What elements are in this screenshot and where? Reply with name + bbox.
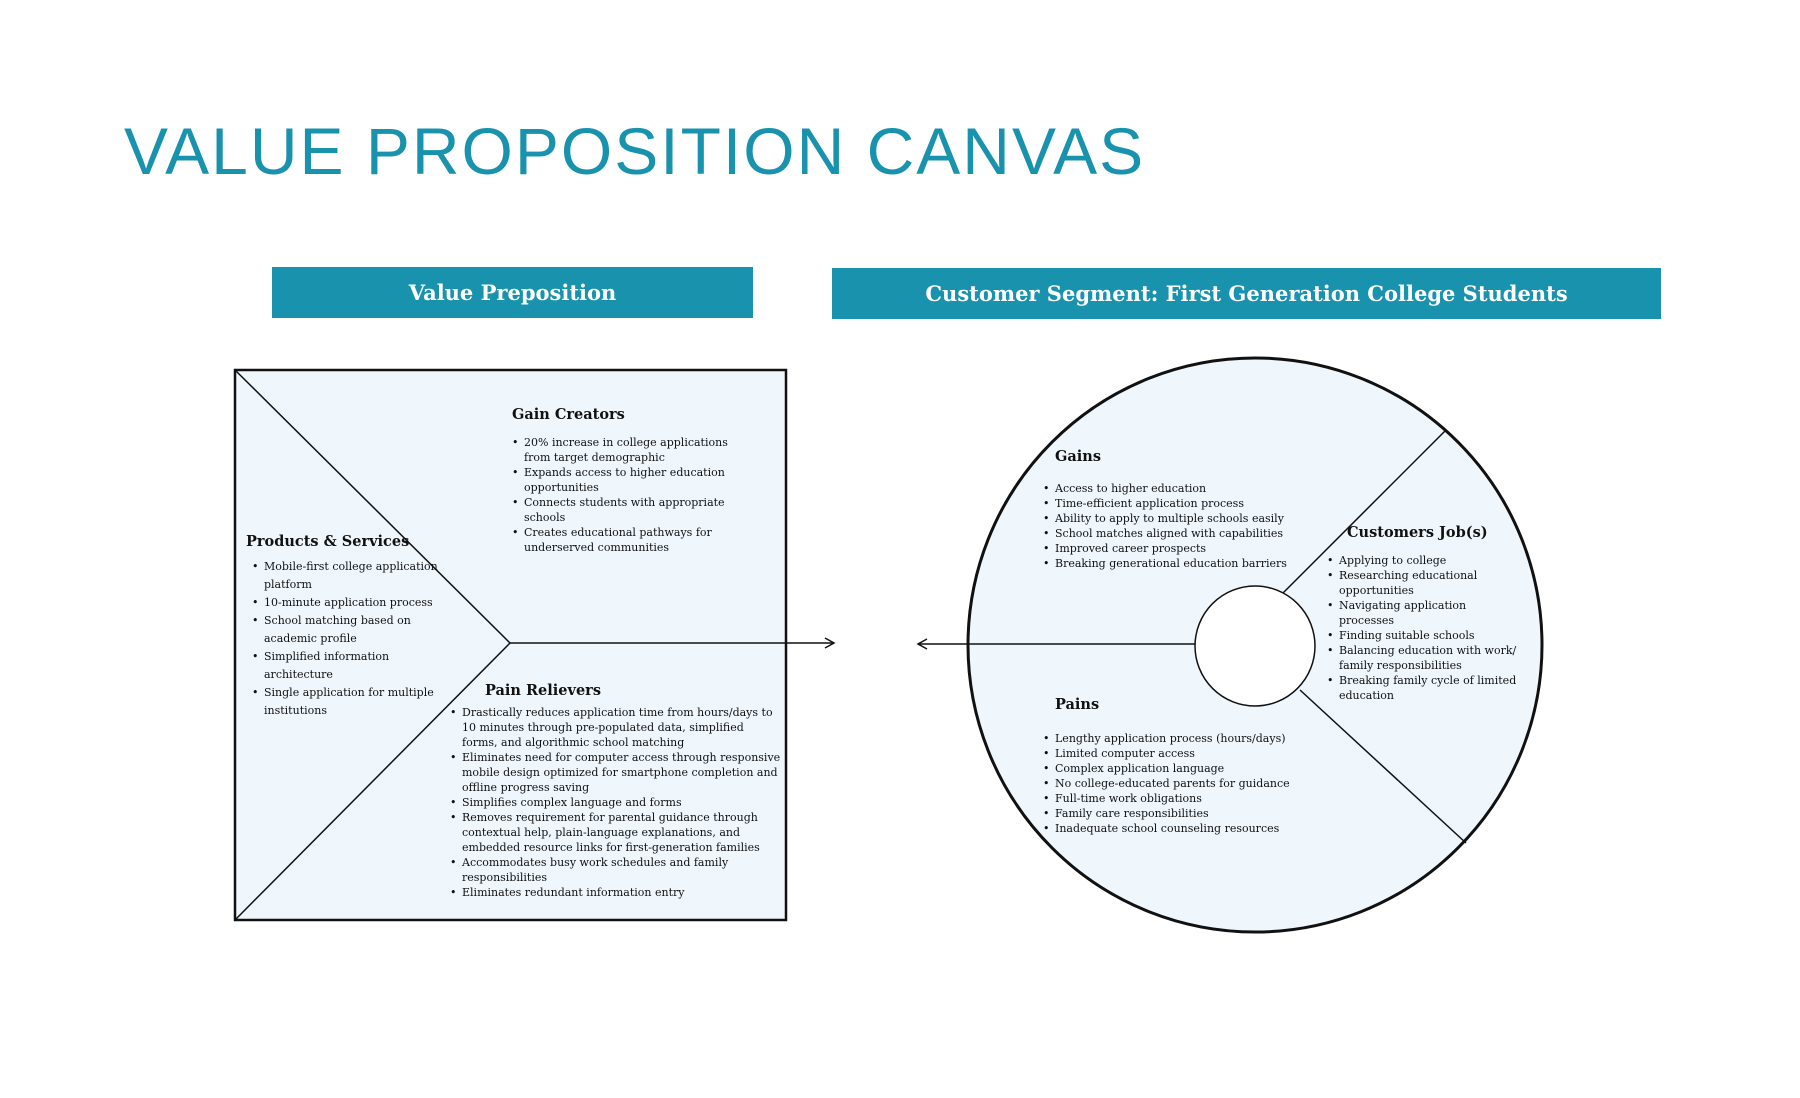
value-proposition-header: Value Preposition [272,267,753,318]
circle-divider-jobs-lower [1299,689,1467,844]
list-item: No college-educated parents for guidance [1043,776,1333,791]
products-services-list: Mobile-first college application platfor… [252,558,448,720]
gains-list: Access to higher education Time-efficien… [1043,481,1293,571]
gain-creators-list: 20% increase in college applications fro… [512,435,752,555]
list-item: Limited computer access [1043,746,1333,761]
list-item: Time-efficient application process [1043,496,1293,511]
list-item: Simplifies complex language and forms [450,795,782,810]
list-item: Creates educational pathways for underse… [512,525,752,555]
list-item: Simplified information architecture [252,648,448,684]
list-item: Single application for multiple institut… [252,684,448,720]
customer-profile-center [1194,585,1316,707]
customer-jobs-block: Customers Job(s) Applying to college Res… [1327,524,1517,703]
customer-segment-header: Customer Segment: First Generation Colle… [832,268,1661,319]
list-item: Inadequate school counseling resources [1043,821,1333,836]
list-item: Improved career prospects [1043,541,1293,556]
list-item: 10-minute application process [252,594,448,612]
gain-creators-title: Gain Creators [512,406,625,423]
list-item: Eliminates redundant information entry [450,885,782,900]
pain-relievers-list: Drastically reduces application time fro… [450,705,782,900]
list-item: School matches aligned with capabilities [1043,526,1293,541]
page-title: VALUE PROPOSITION CANVAS [124,114,1146,188]
list-item: Applying to college [1327,553,1517,568]
list-item: Access to higher education [1043,481,1293,496]
list-item: Navigating application processes [1327,598,1517,628]
pains-list: Lengthy application process (hours/days)… [1043,731,1333,836]
list-item: Complex application language [1043,761,1333,776]
square-diagonal-lower [235,642,511,920]
pain-relievers-title: Pain Relievers [485,682,601,699]
customer-jobs-list: Applying to college Researching educatio… [1327,553,1517,703]
products-services-block: Products & Services Mobile-first college… [246,533,448,720]
list-item: Connects students with appropriate schoo… [512,495,752,525]
circle-divider-jobs-upper [1281,429,1447,595]
customer-jobs-title: Customers Job(s) [1347,524,1488,541]
list-item: Accommodates busy work schedules and fam… [450,855,782,885]
pains-title: Pains [1055,696,1100,713]
list-item: Breaking generational education barriers [1043,556,1293,571]
list-item: Balancing education with work/ family re… [1327,643,1517,673]
list-item: Mobile-first college application platfor… [252,558,448,594]
list-item: Full-time work obligations [1043,791,1333,806]
list-item: Researching educational opportunities [1327,568,1517,598]
list-item: 20% increase in college applications fro… [512,435,752,465]
list-item: Finding suitable schools [1327,628,1517,643]
list-item: School matching based on academic profil… [252,612,448,648]
list-item: Eliminates need for computer access thro… [450,750,782,795]
square-diagonal-upper [235,370,511,644]
pains-block: Pains Lengthy application process (hours… [1043,696,1333,836]
pain-relievers-block: Pain Relievers Drastically reduces appli… [450,682,782,900]
list-item: Family care responsibilities [1043,806,1333,821]
gains-title: Gains [1055,448,1101,465]
list-item: Breaking family cycle of limited educati… [1327,673,1517,703]
gain-creators-block: Gain Creators 20% increase in college ap… [512,406,752,555]
products-services-title: Products & Services [246,533,410,550]
list-item: Removes requirement for parental guidanc… [450,810,782,855]
list-item: Lengthy application process (hours/days) [1043,731,1333,746]
list-item: Drastically reduces application time fro… [450,705,782,750]
list-item: Ability to apply to multiple schools eas… [1043,511,1293,526]
gains-block: Gains Access to higher education Time-ef… [1043,448,1293,571]
list-item: Expands access to higher education oppor… [512,465,752,495]
